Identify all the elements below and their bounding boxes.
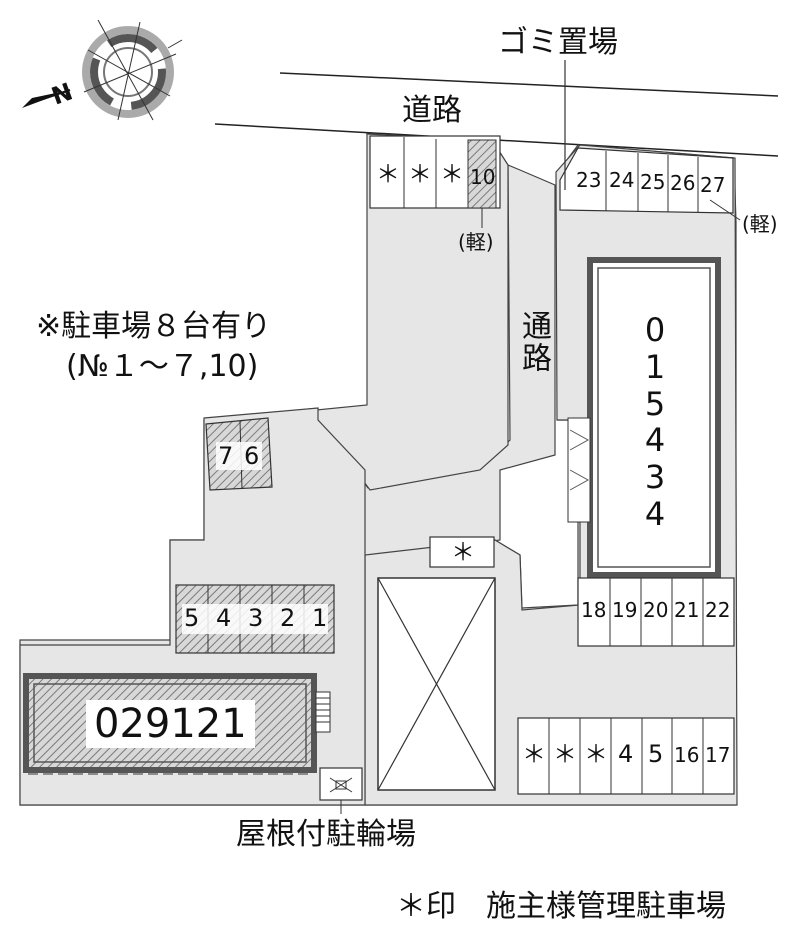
road-label: 道路 [402,93,462,128]
top-right-parking-row [559,147,734,214]
ground-upper [315,133,509,491]
parking-space: ＊ [553,740,577,768]
bike-shed-icon [319,767,363,814]
right-building-digit: 4 [644,421,666,460]
parking-space: ＊ [522,740,546,768]
legend-label: ＊印 施主様管理駐車場 [396,889,726,924]
right-building-digit: 1 [644,347,666,386]
parking-space: 7 [218,442,234,470]
parking-space: 16 [674,743,700,767]
parking-space: ＊ [584,740,608,768]
garbage-label: ゴミ置場 [498,25,618,60]
right-building-digit: 0 [644,311,666,349]
parking-space: 6 [244,442,260,470]
left-parking-row [175,584,335,654]
parking-space: 24 [609,168,635,192]
parking-space: 3 [248,604,264,632]
right-building-digit: 5 [644,384,666,423]
kei-right-leader [709,199,741,221]
parking-note-line1: ※駐車場８台有り [36,309,272,344]
kei-right-label: (軽) [742,212,778,236]
bottom-right-parking-row [517,717,735,795]
road-edge-top [279,72,779,97]
right-building-digit: 4 [644,494,666,533]
parking-space: 18 [581,598,607,622]
right-building-digit: 3 [644,458,666,497]
parking-space: 5 [184,604,200,632]
parking-space: 4 [618,740,634,768]
parking-space: 21 [674,598,700,622]
upper-pair-parking [205,417,273,491]
bike-parking-label: 屋根付駐輪場 [236,817,416,852]
right-mid-parking-row [577,577,735,647]
center-parking-box [429,536,495,568]
parking-space: 25 [640,170,666,194]
parking-space: 10 [470,165,496,189]
parking-space: 26 [670,171,696,195]
top-parking-row [369,135,501,209]
parking-space: 17 [705,743,731,767]
compass-icon [22,19,183,121]
parking-space: ＊ [451,538,475,566]
parking-space: ＊ [376,160,400,188]
parking-space: ＊ [408,160,432,188]
parking-note-line2: (№１～７,10) [66,349,259,384]
kei-top-label: (軽) [458,230,494,254]
parking-space: 27 [700,173,726,197]
left-building-label: 029121 [86,700,255,748]
parking-space: 4 [216,604,232,632]
center-lot-cross-b [377,577,496,791]
right-stairs [567,417,591,523]
parking-space: 22 [705,598,731,622]
parking-space: ＊ [440,160,464,188]
parking-space: 19 [612,598,638,622]
right-building-label: 0 1 5 4 3 4 [640,312,670,533]
parking-space: 5 [648,740,664,768]
aisle-label: 通路 [516,310,551,374]
parking-space: 1 [312,604,328,632]
right-building [587,257,721,578]
parking-space: 23 [576,168,602,192]
parking-space: 20 [643,598,669,622]
parking-space: 2 [280,604,296,632]
